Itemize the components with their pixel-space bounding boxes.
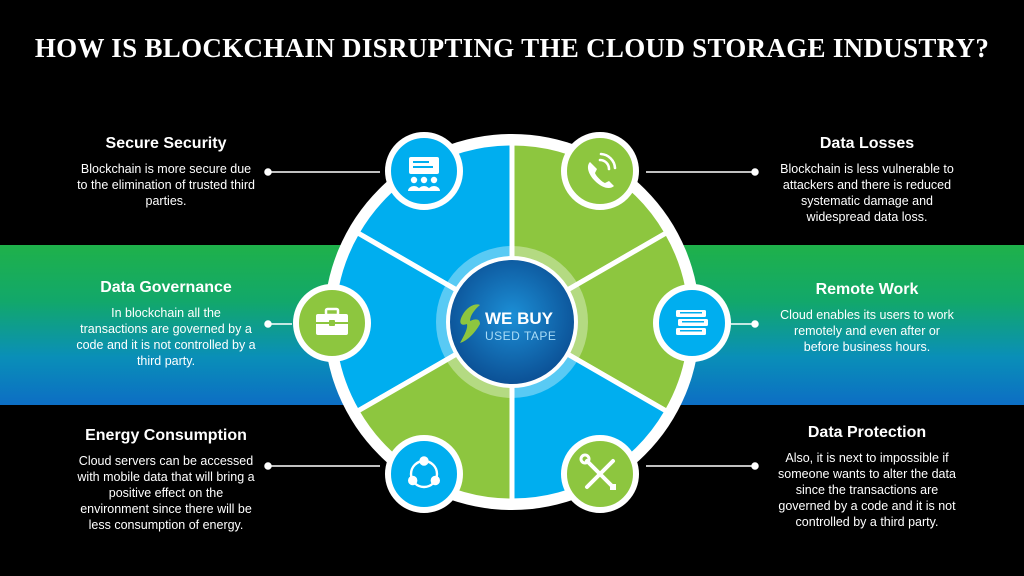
item-text: Cloud enables its users to work remotely… [780,308,954,354]
connector-dot [264,462,272,470]
briefcase-icon [316,307,348,335]
item-title: Data Losses [819,135,915,152]
item-remote-work: Remote Work Cloud enables its users to w… [777,281,957,355]
item-energy-consumption: Energy Consumption Cloud servers can be … [76,427,256,533]
item-data-protection: Data Protection Also, it is next to impo… [777,424,957,530]
icon-remote-work [653,284,731,362]
icon-data-protection [561,435,639,513]
logo-mark-icon [460,304,480,343]
presentation-audience-icon [408,157,440,191]
page-title: HOW IS BLOCKCHAIN DISRUPTING THE CLOUD S… [34,33,990,63]
icon-secure-security [385,132,463,210]
item-title: Energy Consumption [85,427,247,444]
connector-dot [751,320,759,328]
connector-lines [264,168,759,470]
item-text: Cloud servers can be accessed with mobil… [77,454,255,532]
logo: WE BUY USED TAPE [460,304,556,343]
item-data-losses: Data Losses Blockchain is less vulnerabl… [777,135,957,225]
connector-dot [264,168,272,176]
icon-data-losses [561,132,639,210]
connector-dot [264,320,272,328]
item-title: Data Protection [807,424,927,441]
book-stack-icon [676,310,708,335]
item-data-governance: Data Governance In blockchain all the tr… [76,279,256,369]
icon-energy-consumption [385,435,463,513]
item-secure-security: Secure Security Blockchain is more secur… [76,135,256,209]
item-text: Also, it is next to impossible if someon… [778,451,956,529]
item-text: Blockchain is less vulnerable to attacke… [780,162,954,224]
logo-line1: WE BUY [485,309,554,328]
item-title: Secure Security [105,135,227,152]
item-title: Remote Work [815,281,919,298]
tools-icon [579,453,616,490]
hub-circle [446,256,578,388]
item-text: Blockchain is more secure due to the eli… [77,162,255,208]
connector-dot [751,462,759,470]
connector-dot [751,168,759,176]
icon-data-governance [293,284,371,362]
phone-ringing-icon [587,152,617,189]
item-text: In blockchain all the transactions are g… [76,306,256,368]
cycle-network-icon [408,456,440,489]
item-title: Data Governance [100,279,232,296]
logo-line2: USED TAPE [485,329,556,343]
